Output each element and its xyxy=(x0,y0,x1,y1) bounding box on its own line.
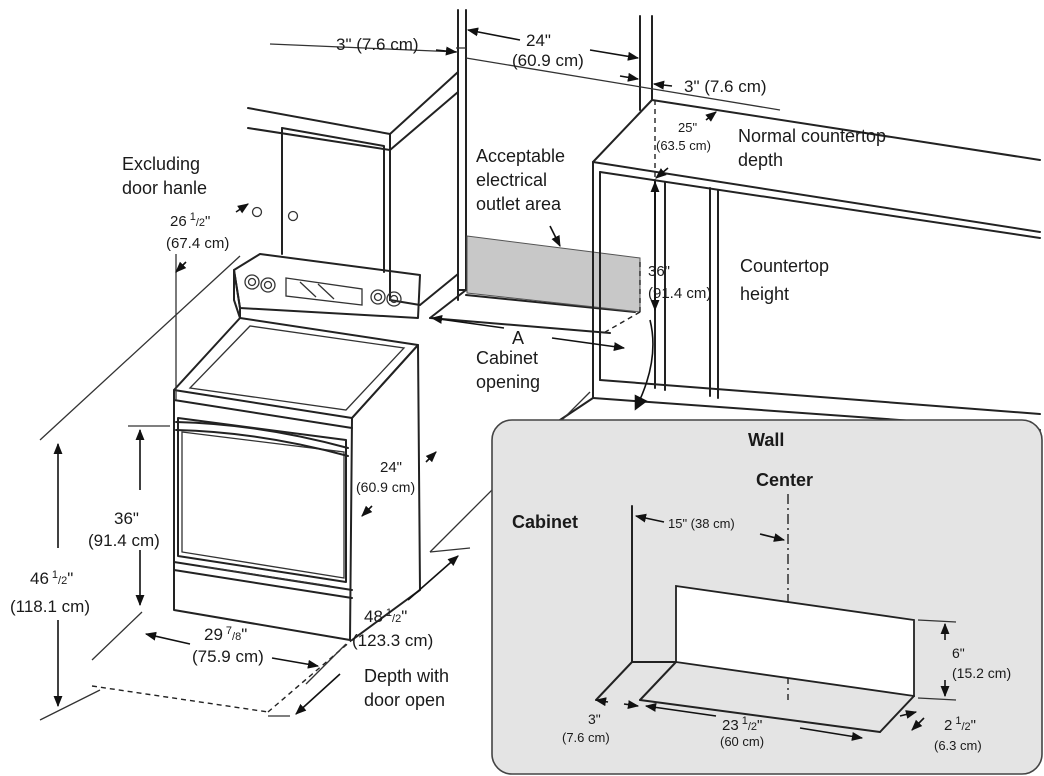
label-top-left-gap: 3" (7.6 cm) xyxy=(336,35,419,54)
label-height36-cm: (91.4 cm) xyxy=(88,531,160,550)
inset-label-right-gap-cm: (6.3 cm) xyxy=(934,738,982,753)
label-depth-cm: (60.9 cm) xyxy=(356,479,415,495)
label-outlet-1: Acceptable xyxy=(476,146,565,166)
label-normal-counter-2: depth xyxy=(738,150,783,170)
wall-opening xyxy=(429,9,653,334)
inset-label-height-in: 6" xyxy=(952,645,965,661)
label-excluding-1: Excluding xyxy=(122,154,200,174)
main-labels: 3" (7.6 cm) 24" (60.9 cm) 3" (7.6 cm) 25… xyxy=(10,31,886,710)
label-height46-cm: (118.1 cm) xyxy=(10,597,90,616)
label-top-right-gap: 3" (7.6 cm) xyxy=(684,77,767,96)
inset-title-cabinet: Cabinet xyxy=(512,512,578,532)
label-dooropen-1: Depth with xyxy=(364,666,449,686)
outlet-area xyxy=(466,235,641,313)
label-counter-height-cm: (91.4 cm) xyxy=(648,285,711,302)
range xyxy=(91,253,421,713)
label-counter-depth-cm: (63.5 cm) xyxy=(656,138,711,153)
inset-title-center: Center xyxy=(756,470,813,490)
label-cabinet-opening-1: Cabinet xyxy=(476,348,538,368)
label-excluding-2: door hanle xyxy=(122,178,207,198)
label-counter-depth-in: 25" xyxy=(678,120,697,135)
inset-label-width-cm: (60 cm) xyxy=(720,734,764,749)
outlet-inset: Wall Center Cabinet 15" (38 cm) 6" (15.2… xyxy=(491,419,1043,775)
label-height36-in: 36" xyxy=(114,509,139,528)
label-counter-height-in: 36" xyxy=(648,263,670,280)
inset-label-left-gap-cm: (7.6 cm) xyxy=(562,730,610,745)
label-outlet-2: electrical xyxy=(476,170,547,190)
inset-label-left-gap-in: 3" xyxy=(588,711,601,727)
label-normal-counter-1: Normal countertop xyxy=(738,126,886,146)
label-handle-depth-cm: (67.4 cm) xyxy=(166,235,229,252)
label-dooropen-cm: (123.3 cm) xyxy=(352,631,433,650)
label-depth-in: 24" xyxy=(380,459,402,476)
label-counter-height-2: height xyxy=(740,284,789,304)
dimension-lines xyxy=(39,27,781,721)
label-dooropen-2: door open xyxy=(364,690,445,710)
label-outlet-3: outlet area xyxy=(476,194,562,214)
left-upper-cabinet xyxy=(247,71,459,306)
label-a: A xyxy=(512,328,524,348)
inset-label-offset: 15" (38 cm) xyxy=(668,516,735,531)
label-counter-height-1: Countertop xyxy=(740,256,829,276)
inset-title-wall: Wall xyxy=(748,430,784,450)
label-top-width: 24" xyxy=(526,31,551,50)
label-cabinet-opening-2: opening xyxy=(476,372,540,392)
inset-label-height-cm: (15.2 cm) xyxy=(952,665,1011,681)
label-width-cm: (75.9 cm) xyxy=(192,647,264,666)
label-top-width-cm: (60.9 cm) xyxy=(512,51,584,70)
